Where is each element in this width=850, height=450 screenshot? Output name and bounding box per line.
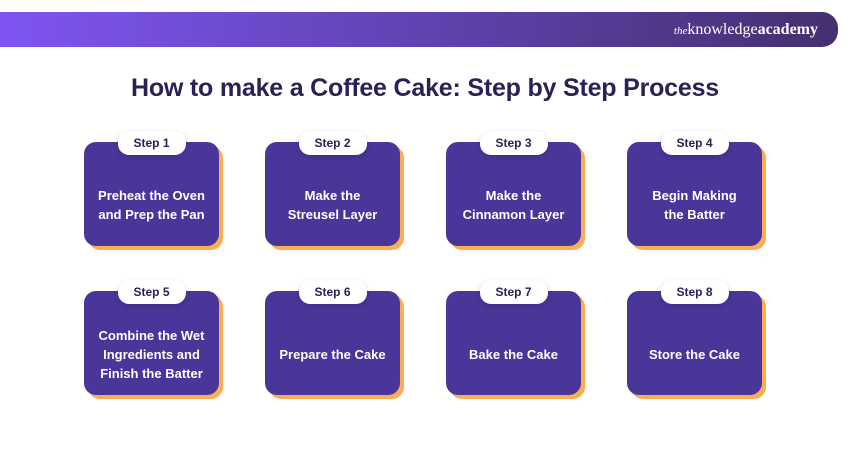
brand-logo: theknowledgeacademy <box>673 20 818 38</box>
step-description: Make the Cinnamon Layer <box>462 188 565 222</box>
step-card: Step 8 Store the Cake <box>627 280 762 395</box>
step-card: Step 7 Bake the Cake <box>446 280 581 395</box>
step-description: Bake the Cake <box>469 346 558 362</box>
step-label-pill: Step 6 <box>298 280 367 305</box>
step-label-pill: Step 4 <box>660 131 729 156</box>
step-card: Step 5 Combine the Wet Ingredients and Fi… <box>84 280 219 395</box>
step-label-pill: Step 7 <box>479 280 548 305</box>
brand-logo-the: the <box>673 24 688 37</box>
step-label-pill: Step 2 <box>298 131 367 156</box>
step-description: Combine the Wet Ingredients and Finish t… <box>98 327 205 381</box>
step-card: Step 1 Preheat the Oven and Prep the Pan <box>84 131 219 246</box>
brand-logo-academy: academy <box>757 20 818 38</box>
step-label-pill: Step 3 <box>479 131 548 156</box>
step-description: Make the Streusel Layer <box>287 188 378 222</box>
step-card: Step 2 Make the Streusel Layer <box>265 131 400 246</box>
step-description: Preheat the Oven and Prep the Pan <box>98 188 205 222</box>
header-bar: theknowledgeacademy <box>0 12 838 47</box>
step-label-pill: Step 5 <box>117 280 186 305</box>
step-description: Begin Making the Batter <box>652 188 737 222</box>
step-card: Step 3 Make the Cinnamon Layer <box>446 131 581 246</box>
step-card: Step 6 Prepare the Cake <box>265 280 400 395</box>
step-label-pill: Step 1 <box>117 131 186 156</box>
step-label-pill: Step 8 <box>660 280 729 305</box>
step-description: Store the Cake <box>648 346 741 362</box>
page-title: How to make a Coffee Cake: Step by Step … <box>130 74 719 102</box>
step-description: Prepare the Cake <box>279 346 386 362</box>
brand-logo-knowledge: knowledge <box>687 20 758 38</box>
step-card: Step 4 Begin Making the Batter <box>627 131 762 246</box>
